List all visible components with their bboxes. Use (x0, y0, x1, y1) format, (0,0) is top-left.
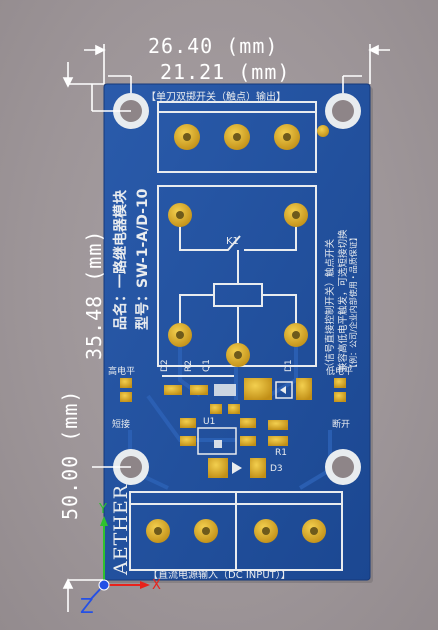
silk-model: 型号：SW-1-A/D-10 (135, 188, 151, 330)
silk-label-k1: K1 (226, 236, 239, 247)
silk-side-note-2: 兼容高低电平触发，可选短接切换 (338, 229, 349, 372)
top-terminal-pads (174, 124, 300, 150)
mounting-hole-bottom-right (325, 449, 361, 485)
silk-top-header: 【单刀双掷开关（触点）输出】 (146, 92, 286, 103)
silk-label-u1: U1 (203, 417, 216, 427)
relay-pads (168, 203, 308, 367)
bottom-terminal-pads (146, 519, 326, 543)
silk-right-jumper-bottom: 断开 (332, 420, 351, 430)
silk-label-r2: R2 (184, 360, 194, 372)
smd-components (120, 375, 346, 478)
silk-label-d1: D1 (284, 359, 294, 372)
bottom-terminal-outline (129, 491, 343, 571)
silk-label-d3: D3 (270, 464, 283, 474)
dimension-inner-height: 35.48 (mm) (82, 229, 106, 360)
silk-left-jumper-bottom: 短接 (112, 420, 131, 430)
dimension-inner-width: 21.21 (mm) (160, 60, 291, 84)
silk-label-q1: Q1 (202, 359, 212, 372)
silk-label-d2: D2 (160, 359, 170, 372)
silk-side-note-3: 【例：公司/企业内部使用・品质保证】 (349, 233, 358, 372)
silk-left-jumper-top: 高电平 (108, 367, 136, 377)
silk-label-r1: R1 (275, 448, 287, 458)
axis-label-z: Z (80, 594, 94, 618)
silk-side-note-1: （信号直接控制开关）触点开关 (325, 238, 336, 372)
dimension-outer-width: 26.40 (mm) (148, 34, 279, 58)
axis-label-y: Y (99, 502, 107, 517)
silk-right-jumper-top: 低电平 (326, 367, 354, 377)
top-terminal-outline (157, 101, 317, 173)
mounting-hole-top-right (325, 93, 361, 129)
axis-triad (89, 516, 150, 601)
top-terminal-marker-pad (317, 125, 329, 137)
silk-brand: AETHER (110, 483, 132, 575)
dimension-lines (62, 44, 390, 612)
silk-product-name: 品名：一路继电器模块 (113, 190, 129, 330)
dimension-outer-height: 50.00 (mm) (58, 389, 82, 520)
silk-bottom-header: 【直流电源输入（DC INPUT）】 (148, 570, 291, 581)
axis-label-x: X (152, 578, 161, 593)
